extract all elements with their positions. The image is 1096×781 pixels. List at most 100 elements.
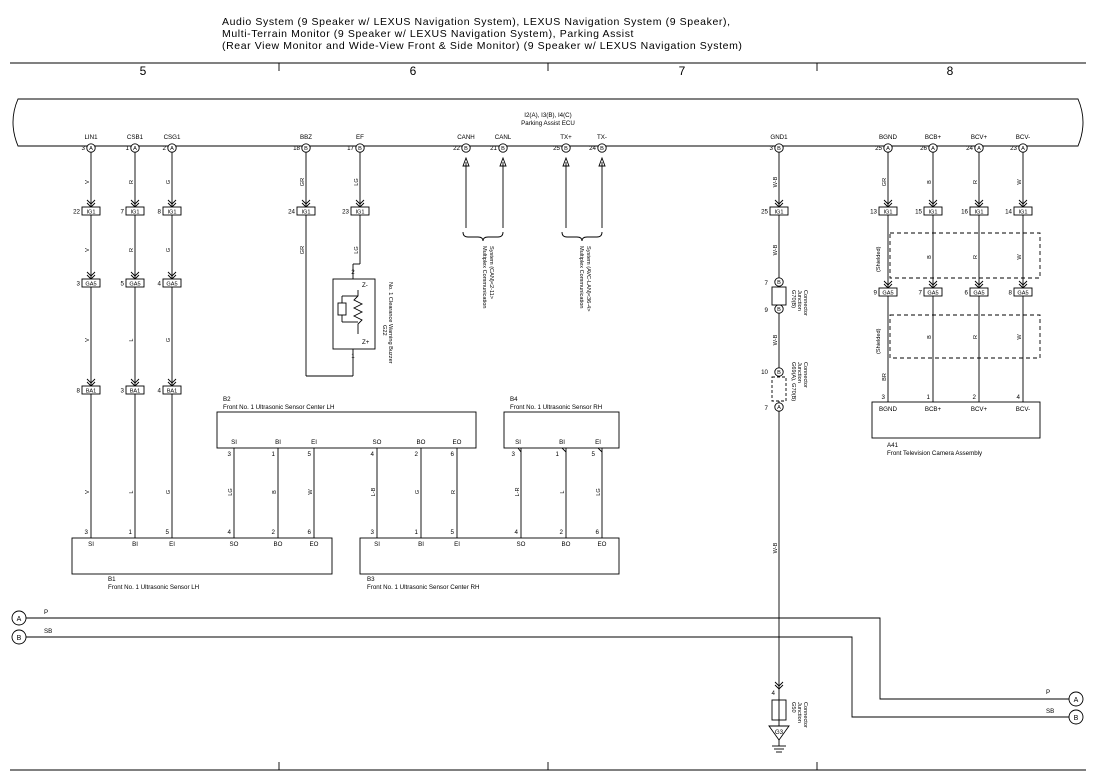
ecu-pin-connector: B — [358, 146, 362, 152]
wire-color-label: R — [973, 335, 979, 339]
g69-pin-a: 10 — [761, 369, 768, 376]
wire-color-label: LG — [228, 488, 234, 495]
inline-connector-code: IG1 — [928, 210, 937, 216]
component-pin-label: SI — [374, 541, 380, 548]
inline-connector-code: BA1 — [130, 389, 141, 395]
inline-connector-code: BA1 — [86, 389, 97, 395]
component-pin-number: 3 — [85, 529, 89, 536]
component-pin-number: 3 — [882, 394, 886, 401]
inline-connector — [969, 206, 989, 216]
buzzer-zm: Z- — [362, 282, 368, 289]
inline-connector — [162, 206, 182, 216]
wire-color-label: L-R — [515, 487, 521, 496]
wire-color-label: BR — [882, 373, 888, 381]
wire-p — [26, 617, 1069, 700]
offpage-right-b: B SB — [1046, 708, 1084, 725]
ecu-pin-name: LIN1 — [84, 134, 98, 141]
inline-connector-pin: 13 — [870, 209, 877, 216]
ecu-pin-connector: B — [501, 146, 505, 152]
component-pin-label: EI — [169, 541, 175, 548]
wire-color-label: W-B — [773, 176, 779, 187]
component-pin-label: BO — [274, 541, 283, 548]
ecu-pin-number: 21 — [490, 145, 497, 152]
component-pin-number: 1 — [415, 529, 419, 536]
inline-connector — [162, 278, 182, 288]
component-pin-number: 6 — [308, 529, 312, 536]
ecu-pin-name: CSB1 — [127, 134, 144, 141]
g70-pin-b: 9 — [765, 307, 769, 314]
can-brace — [462, 231, 504, 242]
component-pin-label: BI — [275, 439, 281, 446]
wire-color-label: V — [85, 338, 91, 342]
component-pin-label: EO — [310, 541, 319, 548]
ecu-pin-connector: B — [564, 146, 568, 152]
g70-pin-a: 7 — [765, 280, 769, 287]
wire-color-label: L — [560, 490, 566, 493]
component-pin-number: 2 — [415, 451, 419, 458]
offpage-left-a: A P — [11, 609, 48, 626]
ecu-pin-number: 23 — [1010, 145, 1017, 152]
inline-connector-code: GA5 — [927, 291, 938, 297]
buzzer-pin-bottom: 1 — [351, 353, 355, 360]
wire-color-label: W — [1017, 254, 1023, 260]
ecu-code: I2(A), I3(B), I4(C) — [524, 112, 571, 119]
inline-connector-code: IG1 — [355, 210, 364, 216]
ecu-pin-connector: A — [1021, 146, 1025, 152]
inline-connector — [125, 278, 145, 288]
component-pin-label: EI — [595, 439, 601, 446]
offpage-left-b-color: SB — [44, 628, 52, 635]
component-pin-number: 2 — [973, 394, 977, 401]
component-pin-number: 2 — [272, 529, 276, 536]
ecu-pin-number: 26 — [920, 145, 927, 152]
ecu-pin-connector: A — [931, 146, 935, 152]
b4-box — [503, 411, 620, 449]
ecu-pin-name: BCV- — [1016, 134, 1030, 141]
inline-connector-pin: 3 — [121, 388, 125, 395]
g69-pin-b: 7 — [765, 405, 769, 412]
connector-chevron-icon — [774, 681, 784, 690]
g69-connector-box — [771, 376, 787, 402]
wire-color-label: G — [166, 180, 172, 184]
wire-color-label: LG — [596, 488, 602, 495]
b2-code: B2 — [223, 396, 231, 403]
wire-segment — [597, 447, 603, 453]
b1-box — [71, 537, 333, 575]
g69-terminal-b — [774, 402, 784, 412]
ecu-pin-connector: A — [89, 146, 93, 152]
wire-color-label: R — [129, 180, 135, 184]
svg-text:A: A — [1074, 697, 1079, 704]
g50-code: G50 — [790, 702, 796, 713]
wire-color-label: W-B — [773, 542, 779, 553]
title-line-2: Multi-Terrain Monitor (9 Speaker w/ LEXU… — [222, 28, 635, 40]
g50-pin: 4 — [772, 690, 776, 697]
inline-connector-code: IG1 — [86, 210, 95, 216]
inline-connector — [923, 206, 943, 216]
ecu-pin-name: EF — [356, 134, 364, 141]
wire-color-label: GR — [882, 178, 888, 186]
ecu-pin-connector: B — [777, 146, 781, 152]
avc-label-2: System (AVC-LAN)<36-4> — [585, 246, 591, 312]
inline-connector-pin: 15 — [915, 209, 922, 216]
component-pin-label: BO — [562, 541, 571, 548]
inline-connector-pin: 8 — [158, 209, 162, 216]
column-ticks — [278, 63, 818, 770]
ecu-pin-name: BCV+ — [971, 134, 988, 141]
wire-color-label: V — [85, 248, 91, 252]
b2-name: Front No. 1 Ultrasonic Sensor Center LH — [223, 404, 334, 411]
inline-connector-pin: 8 — [1009, 290, 1013, 297]
g70-terminal-a — [774, 277, 784, 287]
component-pin-label: BI — [418, 541, 424, 548]
inline-connector-code: IG1 — [1018, 210, 1027, 216]
buzzer-zp: Z+ — [362, 339, 370, 346]
wire-color-label: G — [166, 248, 172, 252]
ecu-pin-number: 25 — [553, 145, 560, 152]
avc-brace — [561, 231, 603, 242]
ecu-pin-name: CANL — [495, 134, 512, 141]
component-pin-label: EI — [454, 541, 460, 548]
component-pin-label: BI — [132, 541, 138, 548]
component-pin-number: 5 — [592, 451, 596, 458]
component-pin-label: BCV+ — [971, 406, 988, 413]
component-pin-number: 4 — [228, 529, 232, 536]
column-5: 5 — [140, 64, 147, 78]
wire-color-label: W — [308, 489, 314, 495]
